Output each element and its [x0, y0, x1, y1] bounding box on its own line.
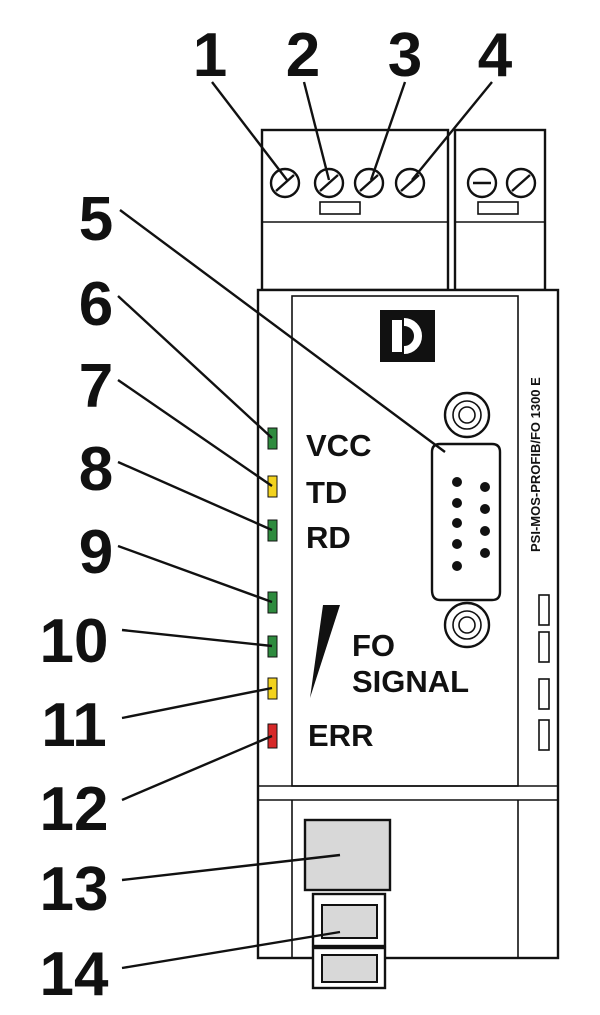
label-td: TD [306, 475, 347, 510]
screw-terminal-icon [269, 167, 301, 199]
led-rd [267, 519, 278, 542]
callout-8: 8 [79, 435, 113, 504]
screw-terminal-icon [313, 167, 345, 199]
callout-7: 7 [79, 352, 113, 421]
leader-lines [117, 81, 493, 970]
callout-6: 6 [79, 270, 113, 339]
callout-1: 1 [193, 21, 227, 90]
label-rd: RD [306, 520, 351, 555]
led-fo-signal-1 [267, 591, 278, 614]
db9-connector-icon [430, 391, 502, 649]
callout-13: 13 [40, 855, 109, 924]
led-td [267, 475, 278, 498]
screw-terminals [269, 167, 537, 199]
phoenix-contact-logo [380, 310, 435, 362]
callout-14: 14 [40, 940, 109, 1009]
port-13 [303, 818, 392, 892]
callout-4: 4 [478, 21, 513, 90]
led-vcc [267, 427, 278, 450]
screw-terminal-icon [466, 167, 498, 199]
mounting-screw [443, 601, 491, 649]
callout-9: 9 [79, 518, 113, 587]
callout-2: 2 [286, 21, 320, 90]
screw-terminal-icon [505, 167, 537, 199]
status-leds [267, 427, 278, 749]
callout-12: 12 [40, 775, 109, 844]
label-signal: SIGNAL [352, 664, 469, 699]
screw-terminal-icon [353, 167, 385, 199]
service-ports [303, 818, 392, 990]
label-vcc: VCC [306, 428, 371, 463]
model-label: PSI-MOS-PROFIB/FO 1300 E [528, 377, 543, 552]
signal-wedge-icon [310, 605, 340, 698]
mounting-screw [443, 391, 491, 439]
label-fo: FO [352, 628, 395, 663]
screw-terminal-icon [394, 167, 426, 199]
callout-10: 10 [40, 607, 109, 676]
device-housing [256, 128, 560, 960]
led-err [267, 723, 278, 749]
label-err: ERR [308, 718, 373, 753]
callout-5: 5 [79, 185, 113, 254]
callout-11: 11 [41, 691, 107, 760]
callout-3: 3 [388, 21, 422, 90]
